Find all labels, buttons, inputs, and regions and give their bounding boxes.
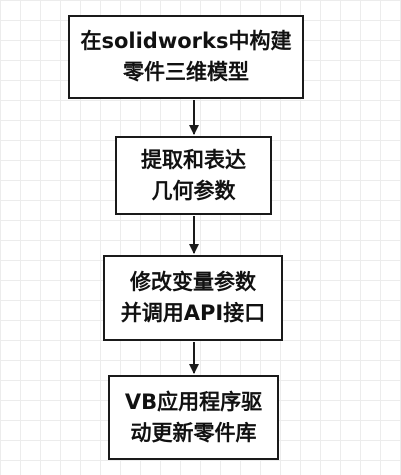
step-1-box: 在solidworks中构建 零件三维模型	[68, 15, 304, 99]
step-2-box: 提取和表达 几何参数	[115, 136, 272, 215]
step-4-line-2: 动更新零件库	[130, 420, 257, 445]
step-3-box: 修改变量参数 并调用API接口	[103, 255, 283, 341]
step-3-line-2: 并调用API接口	[120, 301, 266, 325]
step-1-line-2: 零件三维模型	[123, 60, 249, 84]
step-3-line-1: 修改变量参数	[130, 270, 256, 294]
step-4-line-1: VB应用程序驱	[124, 389, 263, 414]
step-2-line-1: 提取和表达	[141, 147, 246, 172]
step-1-line-1: 在solidworks中构建	[80, 29, 292, 53]
step-2-line-2: 几何参数	[151, 178, 236, 203]
step-4-box: VB应用程序驱 动更新零件库	[108, 375, 279, 460]
